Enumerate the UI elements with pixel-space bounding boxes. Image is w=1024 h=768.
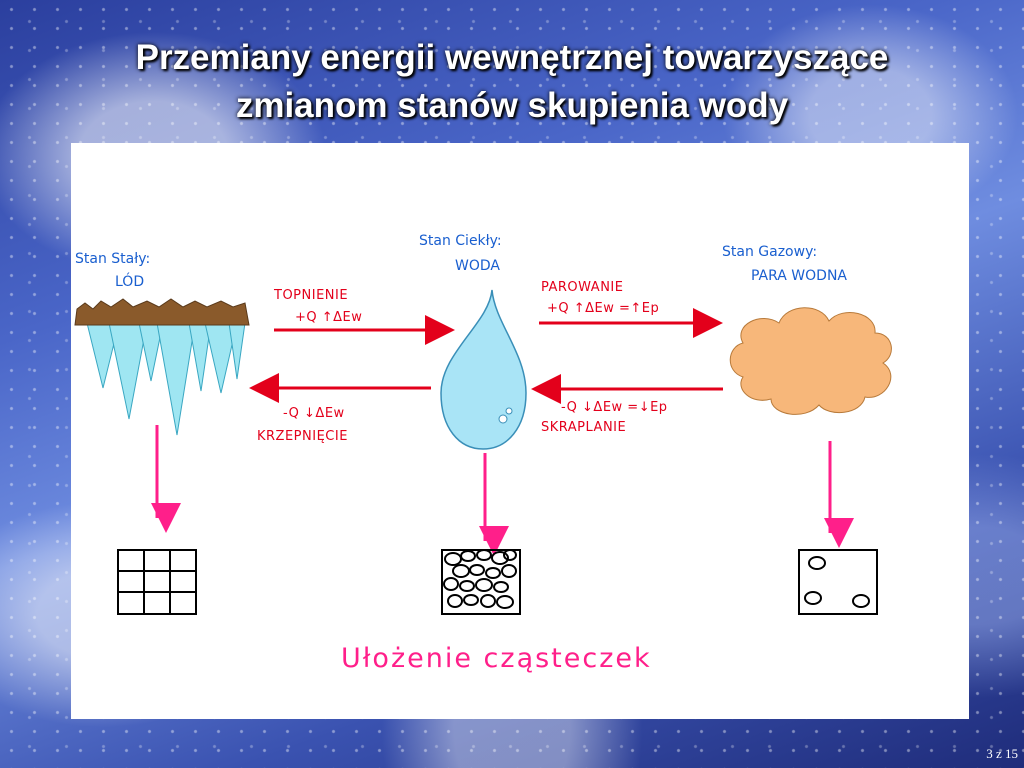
slide-title: Przemiany energii wewnętrznej towarzyszą… — [0, 34, 1024, 130]
solid-state-name: LÓD — [115, 274, 145, 290]
condensation-detail: -Q ↓ΔEw =↓Ep — [561, 400, 668, 415]
gas-particles-box — [798, 549, 878, 615]
liquid-state-label: Stan Ciekły: — [419, 233, 502, 249]
freezing-label: KRZEPNIĘCIE — [257, 429, 348, 444]
solid-lattice-box — [117, 549, 197, 615]
gas-state-label: Stan Gazowy: — [722, 244, 818, 260]
liquid-particles-box — [441, 549, 521, 615]
title-line-2: zmianom stanów skupienia wody — [235, 86, 789, 125]
gas-state-name: PARA WODNA — [751, 268, 848, 284]
ice-icon — [74, 298, 250, 436]
melting-label: TOPNIENIE — [274, 288, 349, 303]
title-line-1: Przemiany energii wewnętrznej towarzyszą… — [135, 38, 889, 77]
evaporation-label: PAROWANIE — [541, 280, 624, 295]
cloud-icon — [729, 307, 892, 415]
condensation-label: SKRAPLANIE — [541, 420, 627, 435]
freezing-detail: -Q ↓ΔEw — [283, 406, 345, 421]
page-number: 3 z 15 — [986, 746, 1018, 761]
particle-arrangement-caption: Ułożenie cząsteczek — [341, 643, 652, 674]
diagram-graphics — [74, 289, 892, 615]
evaporation-detail: +Q ↑ΔEw =↑Ep — [547, 301, 660, 316]
melting-detail: +Q ↑ΔEw — [295, 310, 363, 325]
solid-state-label: Stan Stały: — [75, 251, 151, 267]
water-drop-icon — [440, 289, 527, 450]
diagram-panel: Stan Stały: LÓD Stan Ciekły: WODA Stan G… — [71, 143, 969, 719]
liquid-state-name: WODA — [455, 258, 500, 274]
